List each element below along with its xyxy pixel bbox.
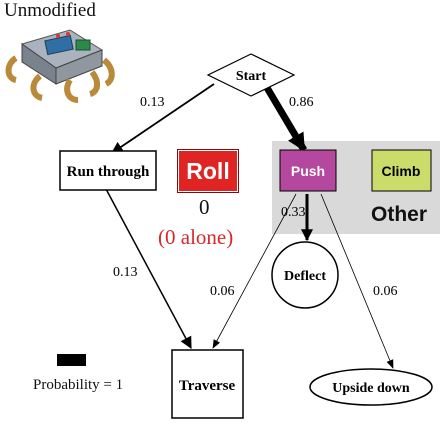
legend-swatch xyxy=(57,354,86,366)
push-node-label: Push xyxy=(291,163,325,179)
traverse-node xyxy=(171,349,244,419)
roll-node-label: Roll xyxy=(186,157,230,184)
roll-node: Roll xyxy=(177,149,239,193)
edge-label-run-through-traverse: 0.13 xyxy=(113,265,138,280)
deflect-node xyxy=(271,241,339,309)
upside-down-node xyxy=(309,368,433,406)
start-node xyxy=(206,53,296,97)
roll-alone-count: (0 alone) xyxy=(158,225,234,249)
edge-push-traverse xyxy=(212,193,297,349)
edge-label-start-push: 0.86 xyxy=(289,95,314,110)
edge-label-push-deflect: 0.33 xyxy=(281,205,306,220)
edge-label-push-traverse: 0.06 xyxy=(210,284,235,299)
edge-label-push-upside-down: 0.06 xyxy=(373,284,398,299)
push-node xyxy=(279,149,337,192)
climb-node-label: Climb xyxy=(382,163,421,179)
roll-count: 0 xyxy=(199,195,210,219)
deflect-node-label: Deflect xyxy=(284,269,326,284)
start-node-label: Start xyxy=(236,69,267,84)
run-through-node-label: Run through xyxy=(67,164,150,180)
climb-node xyxy=(371,149,432,192)
edge-label-start-run-through: 0.13 xyxy=(140,95,165,110)
legend-label: Probability = 1 xyxy=(33,377,124,393)
edge-start-push xyxy=(262,84,308,152)
edge-push-upside-down xyxy=(320,193,394,369)
run-through-node xyxy=(59,150,157,191)
traverse-node-label: Traverse xyxy=(179,378,236,394)
figure-title: Unmodified xyxy=(4,0,96,21)
robot-image xyxy=(5,29,115,103)
edge-start-run-through xyxy=(111,83,215,154)
upside-down-node-label: Upside down xyxy=(332,381,410,396)
edge-run-through-traverse xyxy=(105,188,192,350)
other-region-label: Other xyxy=(371,203,428,226)
